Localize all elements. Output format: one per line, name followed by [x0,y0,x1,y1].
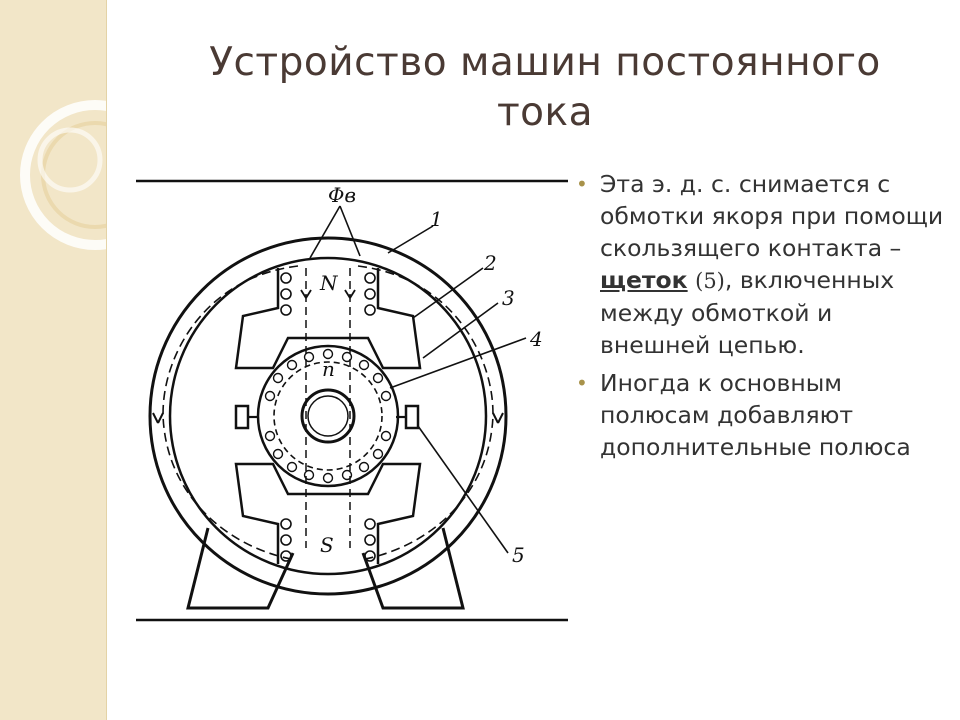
bullet-list: • Эта э. д. с. снимается с обмотки якоря… [576,168,944,469]
slide-title: Устройство машин постоянного тока [150,38,940,138]
bullet-item-1: • Эта э. д. с. снимается с обмотки якоря… [576,168,944,361]
pole-s-label: S [320,533,334,557]
dc-machine-drawing: Φв 1 2 3 4 5 N S n [136,179,568,622]
bullet-item-2: • Иногда к основным полюсам добавляют до… [576,367,944,463]
label-2: 2 [483,251,497,275]
pole-n-label: N [319,271,339,295]
slide-title-line-1: Устройство машин постоянного [209,40,881,85]
bullet-1-emphasis: щеток [600,266,688,294]
decorative-rings [20,100,106,250]
bullet-marker: • [576,371,588,395]
bullet-1-text-b: , включенных между обмоткой и внешней це… [600,266,895,359]
slide-title-line-2: тока [496,90,594,135]
decorative-side-strip [0,0,107,720]
bullet-marker: • [576,172,588,196]
bullet-1-text-a: Эта э. д. с. снимается с обмотки якоря п… [600,170,944,262]
dc-machine-diagram: Φв 1 2 3 4 5 N S n [128,168,568,638]
label-4: 4 [529,327,543,351]
label-3: 3 [502,286,515,310]
rotation-label: n [322,357,335,381]
label-1: 1 [430,207,443,231]
bullet-1-reference: (5) [695,269,725,293]
flux-label: Φв [328,183,356,207]
label-5: 5 [512,543,525,567]
bullet-2-text: Иногда к основным полюсам добавляют допо… [600,369,911,461]
